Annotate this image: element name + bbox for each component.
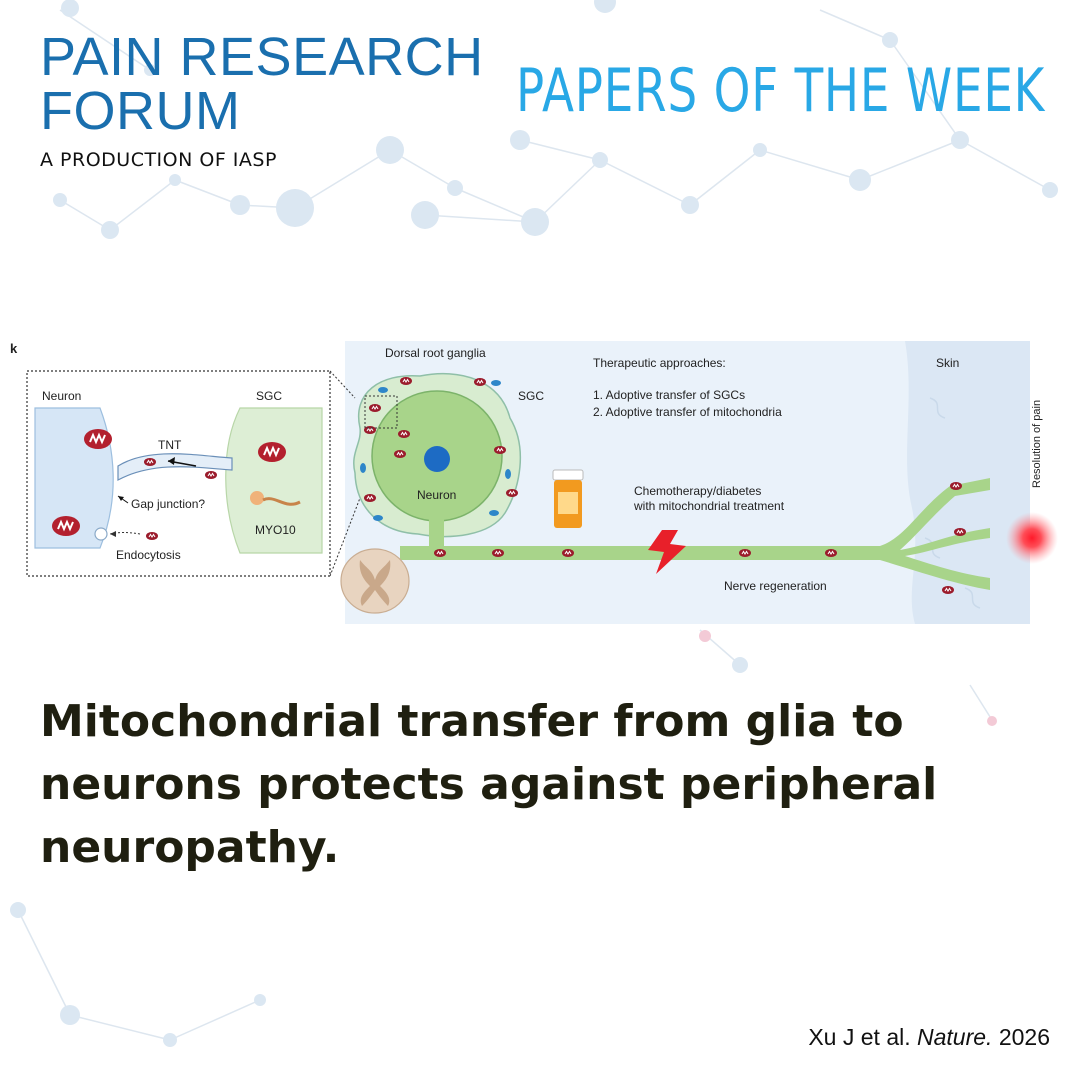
- zoom-box: [364, 395, 398, 429]
- tnt-mitochondrion: [204, 470, 218, 480]
- terminal-mitochondrion: [953, 527, 967, 537]
- axon-mitochondrion: [738, 548, 752, 558]
- drg-mitochondrion: [397, 429, 411, 439]
- axon-mitochondrion: [561, 548, 575, 558]
- therapeutic-item-1: 1. Adoptive transfer of SGCs: [593, 388, 745, 402]
- axon-mitochondrion: [491, 548, 505, 558]
- inset-neuron-label: Neuron: [42, 389, 81, 403]
- pain-spot-icon: [1006, 512, 1058, 564]
- inset-sgc-label: SGC: [256, 389, 282, 403]
- drg-mitochondrion: [393, 449, 407, 459]
- inset-sgc-cell: [225, 407, 323, 554]
- endocytosis-mitochondrion: [145, 531, 159, 541]
- inset-sgc-mitochondrion: [257, 441, 287, 463]
- chemo-label-line1: Chemotherapy/diabetes: [634, 484, 761, 498]
- terminal-mitochondrion: [941, 585, 955, 595]
- gap-junction-label: Gap junction?: [131, 497, 205, 511]
- tnt-label: TNT: [158, 438, 182, 452]
- skin-label: Skin: [936, 356, 959, 370]
- brand-name-line1: PAIN RESEARCH: [40, 27, 484, 87]
- drg-neuron-nucleus: [424, 446, 450, 472]
- drg-mitochondrion: [505, 488, 519, 498]
- myo10-label: MYO10: [255, 523, 296, 537]
- citation: Xu J et al. Nature. 2026: [808, 1024, 1050, 1051]
- article-headline: Mitochondrial transfer from glia to neur…: [40, 696, 938, 873]
- series-title: PAPERS OF THE WEEK: [516, 56, 1046, 126]
- regeneration-label: Nerve regeneration: [724, 579, 827, 593]
- resolution-label: Resolution of pain: [1031, 400, 1043, 488]
- endocytosis-vesicle: [94, 527, 108, 541]
- terminal-mitochondrion: [949, 481, 963, 491]
- panel-letter: k: [10, 341, 18, 356]
- axon-mitochondrion: [433, 548, 447, 558]
- main-neuron-label: Neuron: [417, 488, 456, 502]
- drg-mitochondrion: [493, 445, 507, 455]
- drg-label: Dorsal root ganglia: [385, 346, 486, 360]
- brand-subtitle: A PRODUCTION OF IASP: [40, 149, 277, 171]
- drg-mitochondrion: [368, 403, 382, 413]
- inset-neuron-mitochondrion: [83, 428, 113, 450]
- inset-neuron-mitochondrion: [51, 515, 81, 537]
- drg-mitochondrion: [473, 377, 487, 387]
- endocytosis-label: Endocytosis: [116, 548, 181, 562]
- axon-mitochondrion: [824, 548, 838, 558]
- pill-bottle-cap: [552, 469, 584, 481]
- mechanism-diagram: k Neuron SGC TNT Gap junction? Endocytos…: [10, 341, 1058, 624]
- injury-bolt-icon: [648, 530, 686, 574]
- chemo-label-line2: with mitochondrial treatment: [633, 499, 785, 513]
- tnt-mitochondrion: [143, 457, 157, 467]
- main-sgc-label: SGC: [518, 389, 544, 403]
- myo10-tail: [262, 497, 301, 506]
- endocytosis-arrow: [109, 532, 141, 535]
- drg-mitochondrion: [399, 376, 413, 386]
- drg-mitochondrion: [363, 425, 377, 435]
- citation-authors: Xu J et al.: [808, 1024, 911, 1050]
- brand-name-line2: FORUM: [40, 81, 241, 141]
- neuron-stem: [429, 518, 444, 554]
- citation-journal: Nature.: [917, 1024, 993, 1050]
- drg-mitochondrion: [363, 493, 377, 503]
- therapeutic-title: Therapeutic approaches:: [593, 356, 726, 370]
- myo10-head: [250, 491, 264, 505]
- mechanism-figure: k Neuron SGC TNT Gap junction? Endocytos…: [0, 338, 1080, 628]
- citation-year: 2026: [998, 1024, 1050, 1050]
- therapeutic-item-2: 2. Adoptive transfer of mitochondria: [593, 405, 782, 419]
- brand-logo: PAIN RESEARCH FORUM A PRODUCTION OF IASP: [40, 30, 484, 171]
